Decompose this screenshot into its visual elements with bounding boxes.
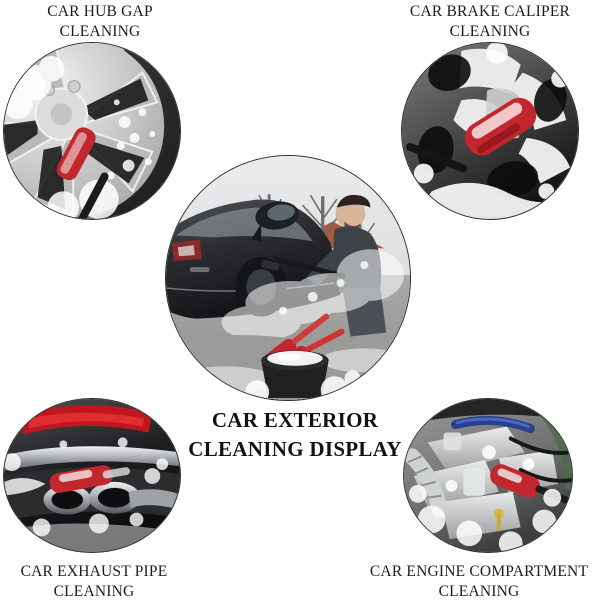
pressure-washer-lance bbox=[261, 256, 346, 279]
red-brush-icon bbox=[464, 97, 537, 156]
page-title: CAR EXTERIOR CLEANING DISPLAY bbox=[188, 408, 402, 461]
intake-hose bbox=[450, 416, 535, 434]
engine-bay-illustration bbox=[404, 399, 572, 552]
bucket-and-brushes bbox=[261, 313, 345, 399]
exhaust-pipe-illustration bbox=[4, 399, 180, 552]
caliper-wheel-illustration bbox=[402, 43, 578, 219]
label-car-exhaust-pipe-cleaning: CAR EXHAUST PIPE CLEANING bbox=[20, 563, 168, 600]
corrugated-hose bbox=[404, 448, 448, 518]
red-brush-icon bbox=[56, 127, 112, 219]
photo-car-engine-compartment-cleaning bbox=[403, 398, 573, 553]
photo-car-hub-gap-cleaning bbox=[3, 42, 181, 220]
photo-car-exhaust-pipe-cleaning bbox=[3, 398, 181, 553]
photo-car-exterior-cleaning-main bbox=[165, 155, 411, 401]
exhaust-tips bbox=[43, 481, 179, 515]
label-car-brake-caliper-cleaning: CAR BRAKE CALIPER CLEANING bbox=[409, 3, 571, 40]
label-car-hub-gap-cleaning: CAR HUB GAP CLEANING bbox=[47, 3, 153, 40]
hub-wheel-illustration bbox=[4, 43, 180, 219]
photo-car-brake-caliper-cleaning bbox=[401, 42, 579, 220]
red-brush-icon bbox=[49, 465, 130, 493]
side-mirror bbox=[251, 201, 299, 242]
pressure-wash-illustration bbox=[166, 156, 410, 400]
label-car-engine-compartment-cleaning: CAR ENGINE COMPARTMENT CLEANING bbox=[369, 563, 589, 600]
